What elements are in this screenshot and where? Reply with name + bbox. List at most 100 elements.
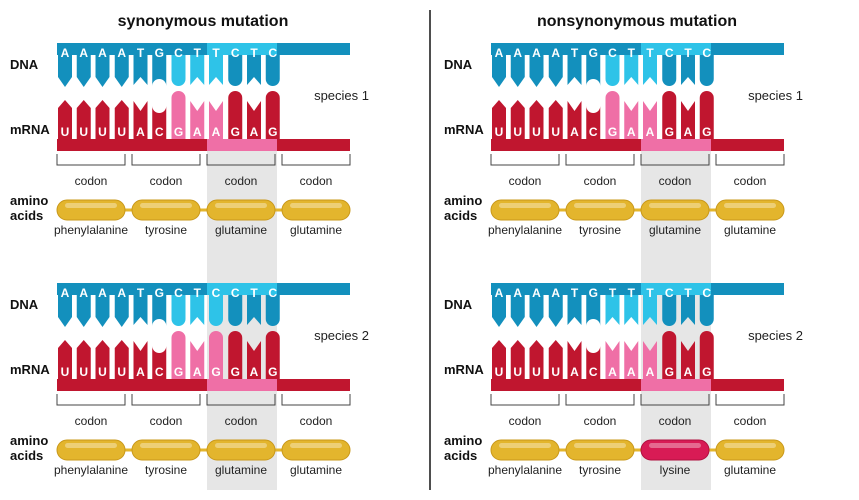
codon-bracket: [56, 154, 126, 166]
codon-bracket: [281, 154, 351, 166]
amino-acid-shine: [649, 443, 701, 448]
dna-base-letter: A: [61, 46, 70, 60]
codon-bracket: [565, 394, 635, 406]
amino-acid-bead: [565, 199, 635, 221]
dna-base-letter: T: [212, 46, 220, 60]
mrna-base-A: [643, 101, 657, 139]
mrna-base-U: [548, 340, 563, 379]
dna-base-letter: T: [194, 46, 202, 60]
amino-acid-name: tyrosine: [145, 223, 187, 237]
mrna-base-G: [171, 91, 186, 139]
codon-bracket: [281, 394, 351, 406]
mrna-base-letter: G: [608, 125, 617, 139]
dna-base-T: [643, 295, 657, 325]
dna-base-letter: A: [495, 286, 504, 300]
mrna-base-A: [209, 101, 223, 139]
codon-label: codon: [75, 414, 108, 428]
dna-base-G: [586, 55, 601, 86]
mrna-base-letter: G: [268, 125, 277, 139]
dna-base-letter: T: [628, 46, 636, 60]
dna-base-letter: T: [137, 46, 145, 60]
codon-label: codon: [509, 414, 542, 428]
mrna-base-A: [133, 101, 148, 139]
mrna-base-letter: C: [155, 365, 164, 379]
mrna-base-letter: A: [684, 125, 693, 139]
mrna-base-A: [190, 101, 205, 139]
mrna-base-letter: G: [231, 365, 240, 379]
dna-base-letter: G: [589, 286, 598, 300]
mrna-base-U: [58, 340, 72, 379]
species-label: species 2: [748, 328, 803, 343]
panel-title: nonsynonymous mutation: [537, 13, 737, 30]
mrna-base-G: [209, 331, 223, 379]
codon-bracket: [490, 394, 560, 406]
mrna-base-G: [699, 91, 714, 139]
dna-backbone-highlight: [207, 43, 277, 55]
mrna-base-C: [586, 346, 601, 379]
mrna-base-letter: U: [532, 125, 541, 139]
amino-acid-shine: [215, 443, 267, 448]
amino-acid-shine: [290, 443, 342, 448]
mrna-base-letter: U: [61, 365, 70, 379]
mrna-base-A: [567, 341, 582, 379]
dna-base-letter: A: [98, 46, 107, 60]
dna-base-C: [699, 55, 714, 87]
dna-base-T: [624, 55, 639, 85]
mrna-base-letter: A: [684, 365, 693, 379]
dna-base-letter: T: [684, 286, 692, 300]
amino-acid-name: glutamine: [215, 463, 267, 477]
dna-base-letter: G: [155, 286, 164, 300]
dna-base-T: [190, 55, 205, 85]
mrna-base-U: [529, 340, 544, 379]
amino-acid-shine: [65, 203, 117, 208]
amino-acid-name: glutamine: [724, 223, 776, 237]
mrna-backbone-highlight: [641, 379, 711, 391]
mrna-base-letter: G: [211, 365, 220, 379]
dna-base-T: [681, 55, 695, 85]
mrna-base-A: [567, 101, 582, 139]
mrna-base-G: [662, 91, 677, 139]
mrna-backbone: [491, 139, 784, 151]
dna-base-A: [95, 55, 110, 87]
dna-base-C: [662, 295, 677, 326]
mrna-base-letter: A: [136, 125, 145, 139]
mrna-base-letter: A: [570, 365, 579, 379]
amino-acid-name: glutamine: [724, 463, 776, 477]
dna-base-letter: C: [665, 46, 674, 60]
mrna-base-A: [247, 101, 261, 139]
mrna-base-A: [190, 341, 205, 379]
codon-label: codon: [225, 174, 258, 188]
dna-base-letter: T: [646, 46, 654, 60]
dna-base-A: [114, 55, 129, 87]
dna-base-T: [605, 295, 620, 325]
dna-base-letter: G: [155, 46, 164, 60]
dna-base-letter: A: [551, 46, 560, 60]
codon-bracket: [565, 154, 635, 166]
dna-base-letter: C: [665, 286, 674, 300]
mrna-base-letter: A: [250, 365, 259, 379]
mrna-base-U: [492, 340, 506, 379]
mrna-base-letter: A: [193, 365, 202, 379]
amino-acid-name: tyrosine: [579, 463, 621, 477]
dna-base-letter: C: [174, 46, 183, 60]
amino-acid-shine: [574, 443, 626, 448]
dna-base-T: [133, 295, 148, 325]
mrna-base-C: [586, 106, 601, 139]
mrna-label: mRNA: [10, 122, 50, 137]
dna-base-C: [228, 55, 243, 87]
mrna-base-letter: A: [608, 365, 617, 379]
dna-base-letter: A: [513, 46, 522, 60]
amino-acid-bead: [715, 199, 785, 221]
mrna-backbone-highlight: [641, 139, 711, 151]
mrna-base-letter: C: [589, 125, 598, 139]
mrna-base-U: [76, 340, 91, 379]
mrna-backbone-highlight: [207, 139, 277, 151]
mrna-base-U: [95, 100, 110, 139]
dna-base-letter: T: [609, 286, 617, 300]
mrna-base-letter: U: [495, 365, 504, 379]
dna-base-T: [567, 295, 582, 325]
mrna-base-G: [228, 91, 243, 139]
dna-base-T: [681, 295, 695, 325]
mrna-base-U: [492, 100, 506, 139]
amino-acid-name: phenylalanine: [488, 463, 562, 477]
